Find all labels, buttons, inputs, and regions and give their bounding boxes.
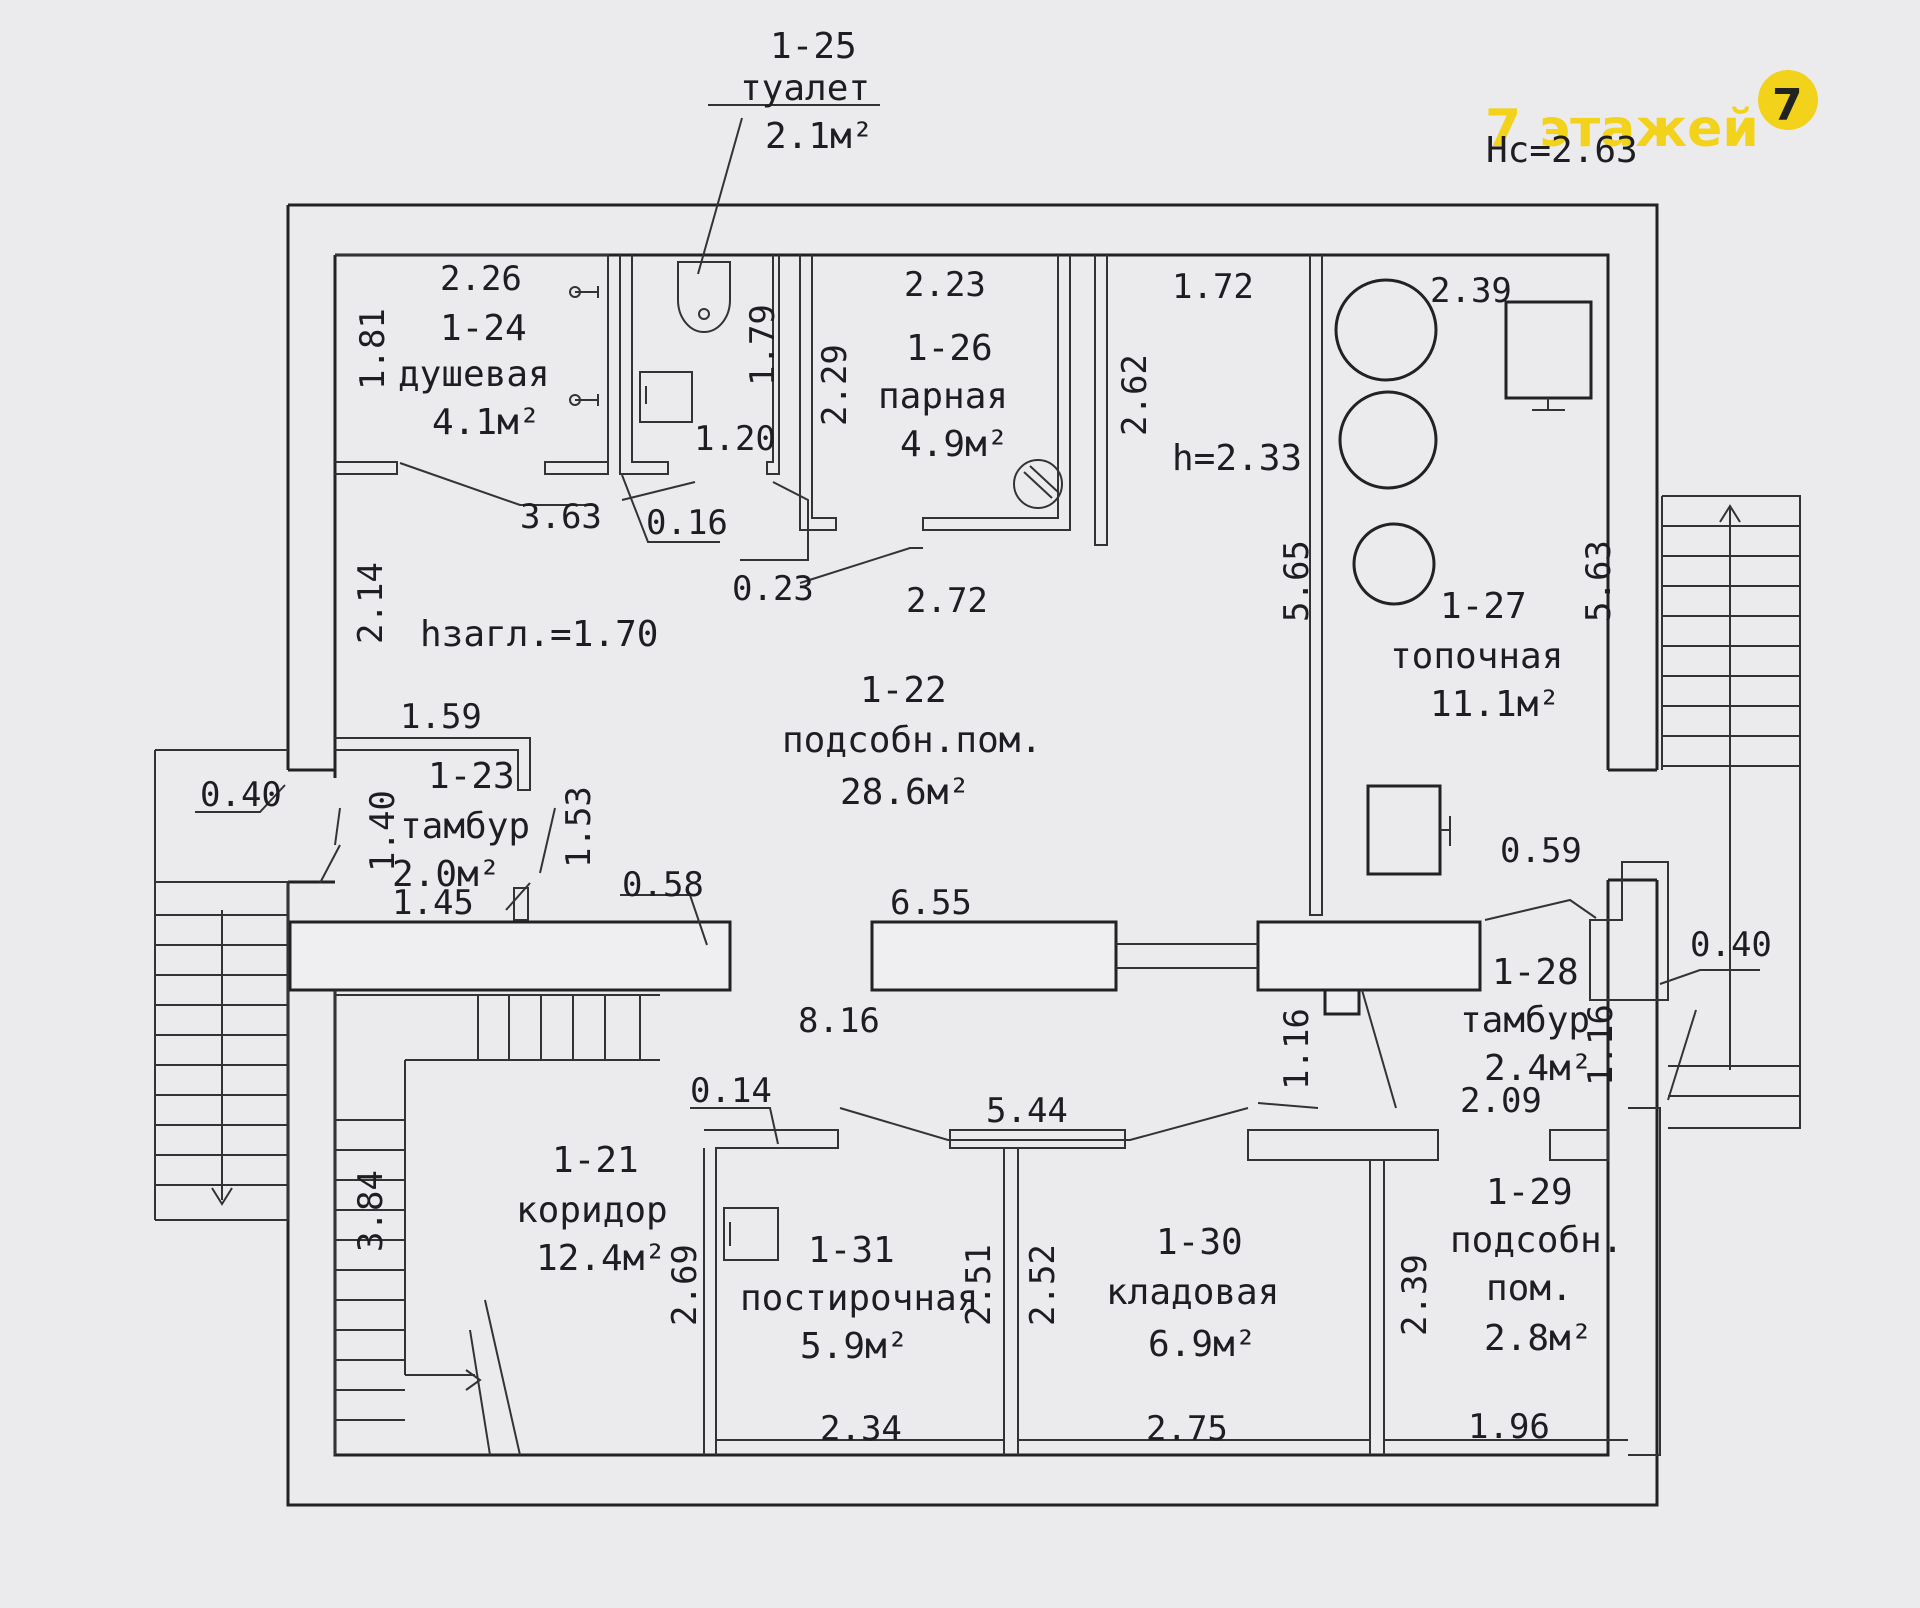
room-1-28-area: 2.4м² — [1484, 1048, 1592, 1089]
dim-label: 2.52 — [1023, 1244, 1063, 1326]
room-1-31-area: 5.9м² — [800, 1326, 908, 1367]
dim-label: 1.59 — [400, 697, 482, 737]
room-1-24-name: душевая — [398, 354, 550, 395]
room-1-25-name: туалет — [740, 68, 870, 109]
dim-label: 1.79 — [743, 304, 783, 386]
room-1-26-area: 4.9м² — [900, 424, 1008, 465]
room-1-21-name: коридор — [516, 1190, 668, 1231]
room-1-26-number: 1-26 — [906, 328, 993, 369]
dim-label: 0.40 — [200, 775, 282, 815]
dim-label: 1.16 — [1581, 1004, 1621, 1086]
dimension-labels: 2.26 1.81 1.79 1.20 2.23 2.29 2.62 1.72 … — [200, 259, 1772, 1449]
room-1-24-number: 1-24 — [440, 308, 527, 349]
room-1-22-name: подсобн.пом. — [782, 720, 1042, 761]
dim-label: 2.14 — [351, 562, 391, 644]
room-1-29-area: 2.8м² — [1484, 1318, 1592, 1359]
dim-label: 2.34 — [820, 1409, 902, 1449]
room-1-25-number: 1-25 — [770, 26, 857, 67]
dim-label: 3.84 — [351, 1170, 391, 1252]
room-1-25-area: 2.1м² — [765, 116, 873, 157]
dim-label: 5.63 — [1579, 540, 1619, 622]
dim-label: 6.55 — [890, 883, 972, 923]
room-1-23-area: 2.0м² — [392, 854, 500, 895]
appliance-icon — [1504, 300, 1593, 400]
washer-icon — [723, 1207, 779, 1261]
height-main: h=2.33 — [1172, 438, 1302, 479]
room-labels: 1-25 туалет 2.1м² 1-24 душевая 4.1м² 1-2… — [392, 26, 1623, 1367]
room-1-24-area: 4.1м² — [432, 402, 540, 443]
dim-label: 2.29 — [815, 344, 855, 426]
logo-badge-number: 7 — [1772, 80, 1803, 131]
toilet-icon — [677, 261, 731, 333]
dim-label: 5.65 — [1277, 540, 1317, 622]
room-1-28-name: тамбур — [1460, 1000, 1590, 1041]
boiler-icon — [1334, 278, 1438, 382]
ceiling-height-label: Hc=2.63 — [1486, 130, 1638, 171]
inner-walls — [288, 254, 1669, 1456]
dim-label: 2.62 — [1115, 354, 1155, 436]
dim-label: 0.40 — [1690, 925, 1772, 965]
dim-label: 0.23 — [732, 569, 814, 609]
stove-icon — [1013, 459, 1063, 509]
dim-label: 0.59 — [1500, 831, 1582, 871]
room-1-31-number: 1-31 — [808, 1230, 895, 1271]
dim-label: 2.26 — [440, 259, 522, 299]
dim-label: 1.20 — [694, 419, 776, 459]
dim-label: 1.96 — [1468, 1407, 1550, 1447]
dim-label: 2.39 — [1430, 271, 1512, 311]
room-1-27-number: 1-27 — [1440, 586, 1527, 627]
dim-label: 3.63 — [520, 497, 602, 537]
dim-label: 1.72 — [1172, 267, 1254, 307]
room-1-23-number: 1-23 — [428, 756, 515, 797]
room-1-27-name: топочная — [1390, 636, 1563, 677]
room-1-22-number: 1-22 — [860, 670, 947, 711]
watermark-logo: 7 этажей 7 — [1485, 70, 1818, 159]
leader-lines — [195, 104, 1760, 1145]
height-recess: hзагл.=1.70 — [420, 614, 658, 655]
dim-label: 2.69 — [665, 1244, 705, 1326]
dim-label: 1.81 — [353, 308, 393, 390]
fixtures — [569, 261, 1593, 1261]
room-1-29-name-line1: подсобн. — [1450, 1220, 1623, 1261]
shower-tap-icon — [575, 286, 599, 298]
watermark-text: 7 этажей — [1485, 99, 1759, 159]
dim-label: 2.09 — [1460, 1081, 1542, 1121]
dim-label: 5.44 — [986, 1091, 1068, 1131]
outer-walls — [286, 203, 1659, 1507]
room-1-21-number: 1-21 — [552, 1140, 639, 1181]
stairs — [154, 495, 1801, 1456]
room-1-30-number: 1-30 — [1156, 1222, 1243, 1263]
dim-label: 2.39 — [1395, 1254, 1435, 1336]
dim-label: 0.14 — [690, 1071, 772, 1111]
dim-label: 1.40 — [363, 790, 403, 872]
room-1-29-number: 1-29 — [1486, 1172, 1573, 1213]
room-1-26-name: парная — [878, 376, 1008, 417]
dim-label: 2.75 — [1146, 1409, 1228, 1449]
dim-label: 8.16 — [798, 1001, 880, 1041]
logo-badge-icon — [1758, 70, 1818, 130]
room-1-30-name: кладовая — [1106, 1272, 1279, 1313]
dim-label: 2.51 — [959, 1244, 999, 1326]
room-1-22-area: 28.6м² — [840, 772, 970, 813]
dim-label: 0.58 — [622, 865, 704, 905]
room-1-21-area: 12.4м² — [536, 1238, 666, 1279]
dim-label: 0.16 — [646, 503, 728, 543]
room-1-23-name: тамбур — [400, 806, 530, 847]
room-1-29-name-line2: пом. — [1486, 1268, 1573, 1309]
room-1-27-area: 11.1м² — [1430, 684, 1560, 725]
dim-label: 1.45 — [392, 883, 474, 923]
dim-label: 1.16 — [1277, 1008, 1317, 1090]
dim-label: 1.53 — [559, 786, 599, 868]
room-1-30-area: 6.9м² — [1148, 1324, 1256, 1365]
dim-label: 2.23 — [904, 265, 986, 305]
dim-label: 2.72 — [906, 581, 988, 621]
room-1-28-number: 1-28 — [1492, 952, 1579, 993]
room-1-31-name: постирочная — [740, 1278, 978, 1319]
